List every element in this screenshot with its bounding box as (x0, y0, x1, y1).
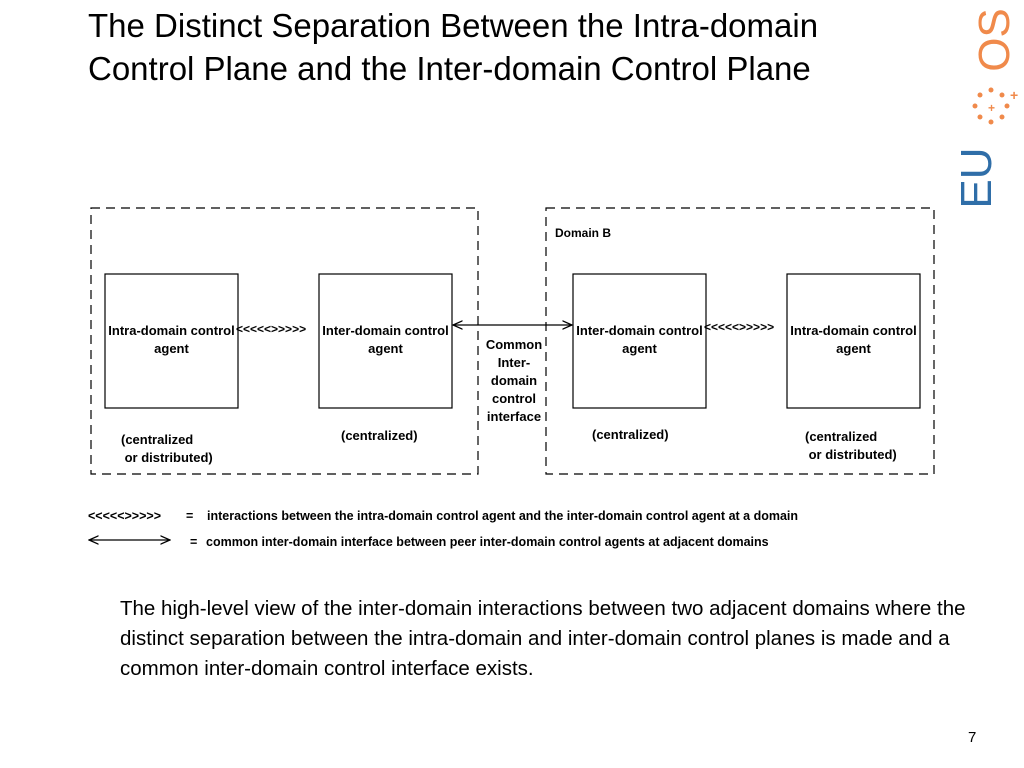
page-number: 7 (968, 729, 977, 746)
slide-title: The Distinct Separation Between the Intr… (88, 7, 819, 87)
legend-inter-text: common inter-domain interface between pe… (206, 535, 769, 549)
intra-link-symbol-b: <<<<<>>>>> (704, 320, 775, 334)
domain-b-label: Domain B (555, 226, 612, 240)
agent-label-intra-a: Intra-domain control agent (108, 323, 235, 356)
intra-link-symbol-a: <<<<<>>>>> (236, 322, 307, 336)
svg-text:OS: OS (970, 8, 1019, 72)
agent-label-inter-b: Inter-domain control agent (576, 323, 703, 356)
agent-note-intra-b: (centralized or distributed) (805, 429, 897, 462)
legend-intra-equals: = (186, 509, 194, 523)
legend-intra-text: interactions between the intra-domain co… (207, 509, 799, 523)
common-interface-label: Common Inter-domain control interface (485, 337, 543, 424)
svg-text:+: + (988, 101, 995, 115)
agent-note-inter-b: (centralized) (592, 427, 669, 442)
star-ring-icon: + + (972, 87, 1018, 125)
agent-label-intra-b: Intra-domain control agent (790, 323, 917, 356)
svg-text:+: + (1010, 87, 1018, 103)
legend-intra-symbol: <<<<<>>>>> (88, 509, 161, 523)
euos-logo: OS + + EU (958, 8, 1019, 208)
svg-text:EU: EU (958, 147, 1001, 208)
legend-inter-equals: = (190, 535, 198, 549)
agent-note-intra-a: (centralized or distributed) (121, 432, 213, 465)
agent-label-inter-a: Inter-domain control agent (322, 323, 449, 356)
agent-note-inter-a: (centralized) (341, 428, 418, 443)
slide-caption: The high-level view of the inter-domain … (120, 597, 966, 680)
